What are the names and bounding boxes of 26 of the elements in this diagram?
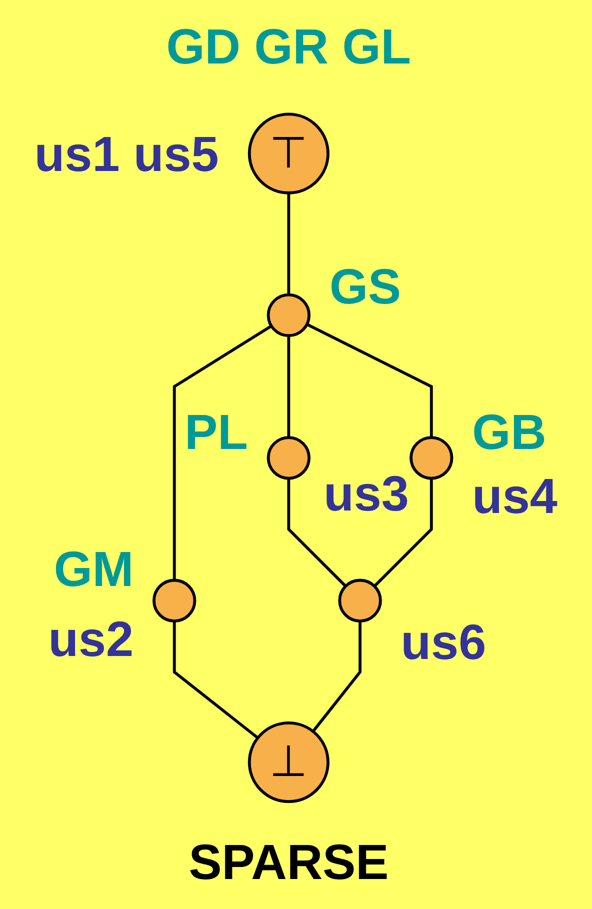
circle-node (410, 436, 454, 480)
node-caption: GB (472, 404, 546, 460)
node-caption: us1 us5 (34, 126, 219, 182)
node-caption: GD GR GL (166, 18, 412, 74)
connector-line (287, 192, 290, 294)
circle-node (152, 578, 196, 622)
node-caption: PL (184, 404, 248, 460)
connector-line (373, 478, 433, 587)
connector-line (312, 620, 362, 732)
node-caption: us3 (324, 466, 409, 521)
connector-line (306, 322, 433, 438)
connector-line (172, 324, 272, 580)
node-caption: us4 (472, 468, 558, 524)
circle-node (338, 578, 382, 622)
connector-line (172, 620, 259, 739)
node-caption: us2 (48, 611, 134, 666)
node-caption: GS (329, 259, 401, 314)
circle-node: ⊤ (248, 112, 330, 194)
node-caption: GM (54, 542, 134, 597)
circle-node (266, 292, 311, 337)
circle-node (266, 436, 311, 480)
circle-node: ⊥ (248, 721, 330, 803)
connector-line (287, 478, 347, 587)
node-caption: us6 (400, 614, 486, 670)
connector-line (287, 335, 290, 438)
node-caption: SPARSE (188, 834, 389, 890)
